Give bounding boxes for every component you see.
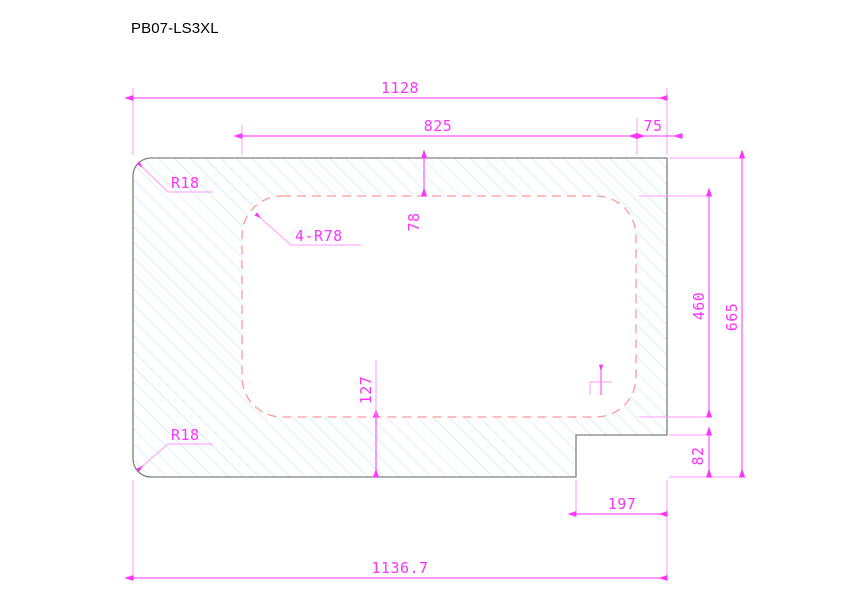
dimension-inner-top-offset: 78: [405, 149, 428, 232]
dimension-label-1128: 1128: [381, 79, 419, 97]
dimension-label-825: 825: [424, 117, 453, 135]
dimension-bottom-notch: 197: [567, 495, 668, 518]
dimension-right-inner: 460: [690, 187, 713, 418]
dimension-inner-bottom-offset: 127: [357, 360, 380, 478]
dimension-bottom-overall: 1136.7: [124, 559, 668, 582]
dimension-label-82: 82: [689, 446, 707, 465]
inner-cutout-outline: [241, 195, 637, 418]
dimension-label-127: 127: [357, 376, 375, 405]
callout-label-r18-bottom-left: R18: [171, 426, 200, 444]
dimension-label-665: 665: [723, 303, 741, 332]
page-title: PB07-LS3XL: [131, 20, 219, 37]
dimension-top-inner: 825: [233, 117, 638, 140]
dimension-label-197: 197: [608, 495, 637, 513]
leader-line: [136, 161, 169, 193]
callout-r18-top-left: R18: [136, 161, 213, 193]
dimension-right-notch: 82: [689, 426, 713, 478]
leader-line: [136, 443, 169, 472]
inner-cutout: [241, 195, 637, 418]
leader-line: [254, 212, 292, 246]
corner-detail-marker: [589, 364, 612, 395]
detail-bracket: [589, 381, 612, 395]
dimension-label-78: 78: [405, 212, 423, 231]
callout-4r78-inner-corner: 4-R78: [254, 212, 361, 246]
dimension-top-overall: 1128: [124, 79, 668, 102]
callout-r18-bottom-left: R18: [136, 426, 213, 472]
inner-cutout-fill: [242, 196, 636, 417]
dimension-right-overall: 665: [723, 149, 746, 478]
callout-label-4r78: 4-R78: [295, 227, 343, 245]
dimension-label-460: 460: [690, 292, 708, 321]
dimension-label-1136-7: 1136.7: [371, 559, 428, 577]
dimension-label-75: 75: [643, 117, 662, 135]
callout-label-r18-top-left: R18: [171, 174, 200, 192]
dimension-top-right-offset: 75: [622, 117, 683, 140]
